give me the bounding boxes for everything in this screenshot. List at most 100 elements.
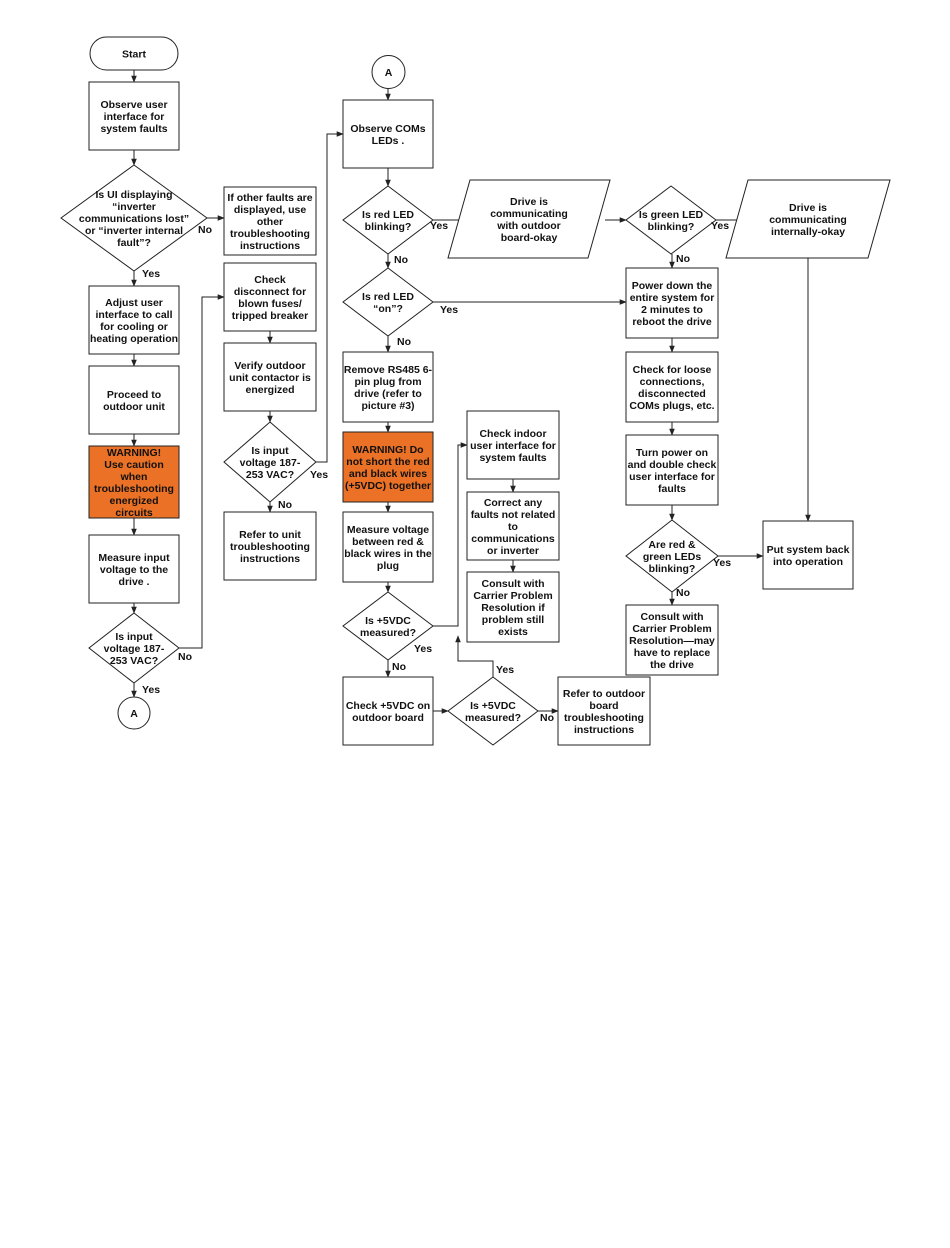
node-text: have to replace	[634, 647, 711, 659]
node-text: drive .	[119, 576, 150, 588]
yes-label: Yes	[713, 557, 731, 569]
connector-arrow	[433, 442, 468, 627]
node-text: faults not related	[471, 509, 556, 521]
node-text: pin plug from	[354, 376, 421, 388]
node-text: disconnected	[638, 388, 706, 400]
node-start: Start	[89, 36, 179, 71]
node-text: 2 minutes to	[641, 304, 703, 316]
node-text: Measure input	[98, 552, 170, 564]
node-text: LEDs .	[372, 135, 405, 147]
node-text: Is UI displaying	[95, 189, 172, 201]
node-text: Refer to outdoor	[563, 688, 645, 700]
node-text: Is +5VDC	[365, 615, 411, 627]
node-text: Remove RS485 6-	[344, 364, 433, 376]
no-label: No	[278, 499, 292, 511]
node-text: communications lost”	[79, 213, 189, 225]
node-text: blinking?	[365, 221, 412, 233]
no-label: No	[392, 661, 406, 673]
node-text: Is red LED	[362, 209, 414, 221]
node-text: disconnect for	[234, 286, 306, 298]
node-text: faults	[658, 483, 686, 495]
node-text: black wires in the	[344, 548, 432, 560]
node-text: 253 VAC?	[110, 655, 158, 667]
yes-label: Yes	[142, 268, 160, 280]
node-text: Consult with	[641, 611, 704, 623]
node-check-loose: Check for looseconnections,disconnectedC…	[625, 351, 719, 423]
node-text: Put system back	[767, 544, 850, 556]
node-text: into operation	[773, 556, 843, 568]
node-text: plug	[377, 560, 399, 572]
node-text: “inverter	[112, 201, 156, 213]
node-text: tripped breaker	[232, 310, 308, 322]
node-text: A	[385, 67, 393, 79]
node-text: not short the red	[346, 456, 429, 468]
node-text: Is input	[251, 445, 289, 457]
node-text: Use caution	[104, 459, 164, 471]
connector-arrow	[179, 294, 225, 649]
node-text: system faults	[479, 452, 546, 464]
node-text: outdoor unit	[103, 401, 165, 413]
node-text: WARNING! Do	[352, 444, 423, 456]
node-text: instructions	[574, 724, 634, 736]
connector-arrow	[455, 635, 494, 677]
node-text: Power down the	[632, 280, 713, 292]
node-text: for cooling or	[100, 321, 168, 333]
branch-labels: NoYesNoYesYesNoYesNoYesNoYesNoYesNoYesNo…	[142, 220, 731, 724]
node-text: instructions	[240, 553, 300, 565]
node-text: to	[508, 521, 518, 533]
connector-arrow	[316, 131, 344, 463]
node-text: reboot the drive	[632, 316, 712, 328]
node-text: displayed, use	[234, 204, 307, 216]
node-text: connections,	[640, 376, 705, 388]
node-text: interface for	[104, 111, 165, 123]
node-text: Resolution if	[481, 602, 545, 614]
node-text: communicating	[769, 214, 847, 226]
node-text: or inverter	[487, 545, 539, 557]
yes-label: Yes	[414, 643, 432, 655]
node-text: green LEDs	[643, 551, 702, 563]
node-text: unit contactor is	[229, 372, 311, 384]
no-label: No	[397, 336, 411, 348]
node-text: and black wires	[349, 468, 427, 480]
node-text: 253 VAC?	[246, 469, 294, 481]
no-label: No	[540, 712, 554, 724]
node-text: A	[130, 708, 138, 720]
no-label: No	[394, 254, 408, 266]
node-text: Carrier Problem	[473, 590, 552, 602]
node-text: instructions	[240, 240, 300, 252]
node-text: interface to call	[95, 309, 172, 321]
node-text: blown fuses/	[238, 298, 302, 310]
node-text: communicating	[490, 208, 568, 220]
yes-label: Yes	[430, 220, 448, 232]
node-text: Check +5VDC on	[346, 700, 430, 712]
node-text: Refer to unit	[239, 529, 301, 541]
node-text: Correct any	[484, 497, 543, 509]
no-label: No	[676, 253, 690, 265]
no-label: No	[178, 651, 192, 663]
node-text: blinking?	[649, 563, 696, 575]
node-text: system faults	[100, 123, 167, 135]
yes-label: Yes	[440, 304, 458, 316]
node-text: Resolution—may	[629, 635, 715, 647]
node-text: fault”?	[117, 237, 151, 249]
node-text: blinking?	[648, 221, 695, 233]
